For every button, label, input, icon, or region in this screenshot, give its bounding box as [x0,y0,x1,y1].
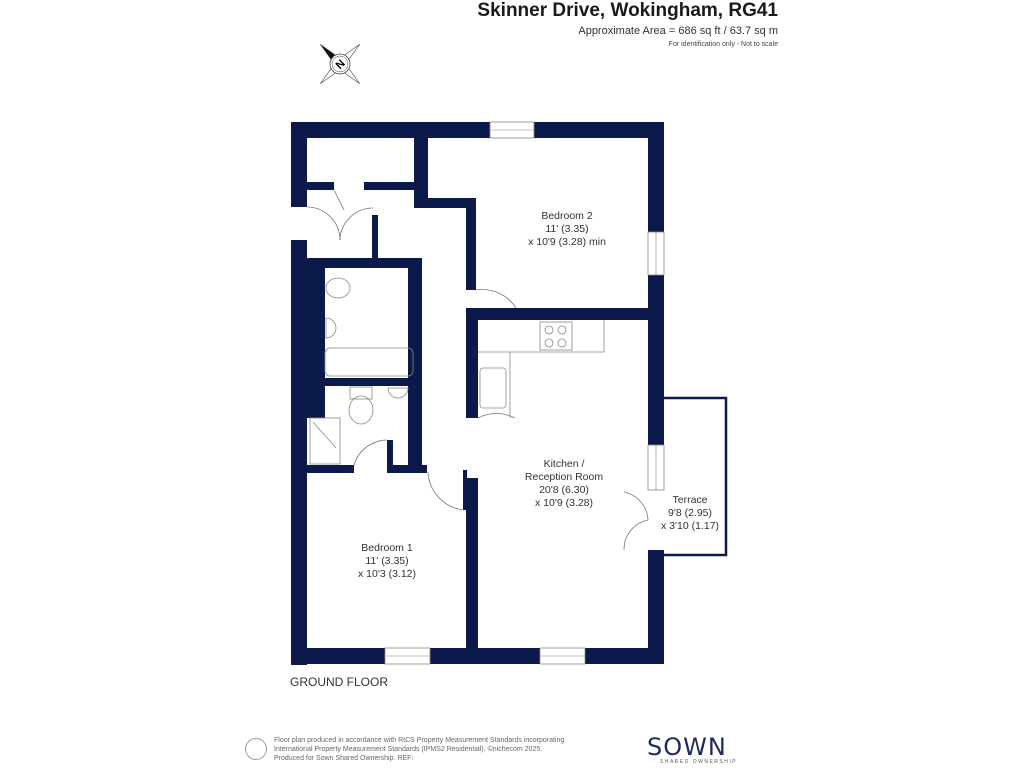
footer-line: Floor plan produced in accordance with R… [274,737,565,744]
room-dimension: 9'8 (2.95) [667,507,713,519]
room-bedroom-2: Bedroom 2 11' (3.35) x 10'9 (3.28) min [528,210,606,249]
sown-logo: SOWN [647,733,727,761]
room-dimension: x 10'9 (3.28) min [528,236,606,248]
room-name: Bedroom 1 [361,542,413,554]
room-dimension: 20'8 (6.30) [539,484,589,496]
room-dimension: x 10'9 (3.28) [534,497,594,509]
room-dimension: x 3'10 (1.17) [660,520,720,532]
room-bedroom-1: Bedroom 1 11' (3.35) x 10'3 (3.12) [358,542,416,581]
compass-north-icon: N [319,43,361,85]
logo-tagline: SHARED OWNERSHIP [660,759,738,765]
footer-line: Produced for Sown Shared Ownership. REF: [274,755,414,762]
room-name: Reception Room [524,471,604,483]
floor-label: GROUND FLOOR [290,675,389,689]
footer-line: International Property Measurement Stand… [274,746,543,753]
room-kitchen-reception: Kitchen / Reception Room 20'8 (6.30) x 1… [525,458,603,510]
disclaimer-text: For identification only - Not to scale [668,41,778,48]
property-title: Skinner Drive, Wokingham, RG41 [477,0,778,21]
room-name: Kitchen / [543,458,585,470]
room-name: Terrace [672,494,708,506]
area-text: Approximate Area = 686 sq ft / 63.7 sq m [578,25,778,37]
room-terrace: Terrace 9'8 (2.95) x 3'10 (1.17) [661,494,719,533]
room-dimension: 11' (3.35) [365,555,409,567]
room-dimension: x 10'3 (3.12) [357,568,417,580]
room-dimension: 11' (3.35) [545,223,589,235]
person-icon [245,738,267,760]
footer-text: Floor plan produced in accordance with R… [274,736,574,763]
room-name: Bedroom 2 [541,210,593,222]
